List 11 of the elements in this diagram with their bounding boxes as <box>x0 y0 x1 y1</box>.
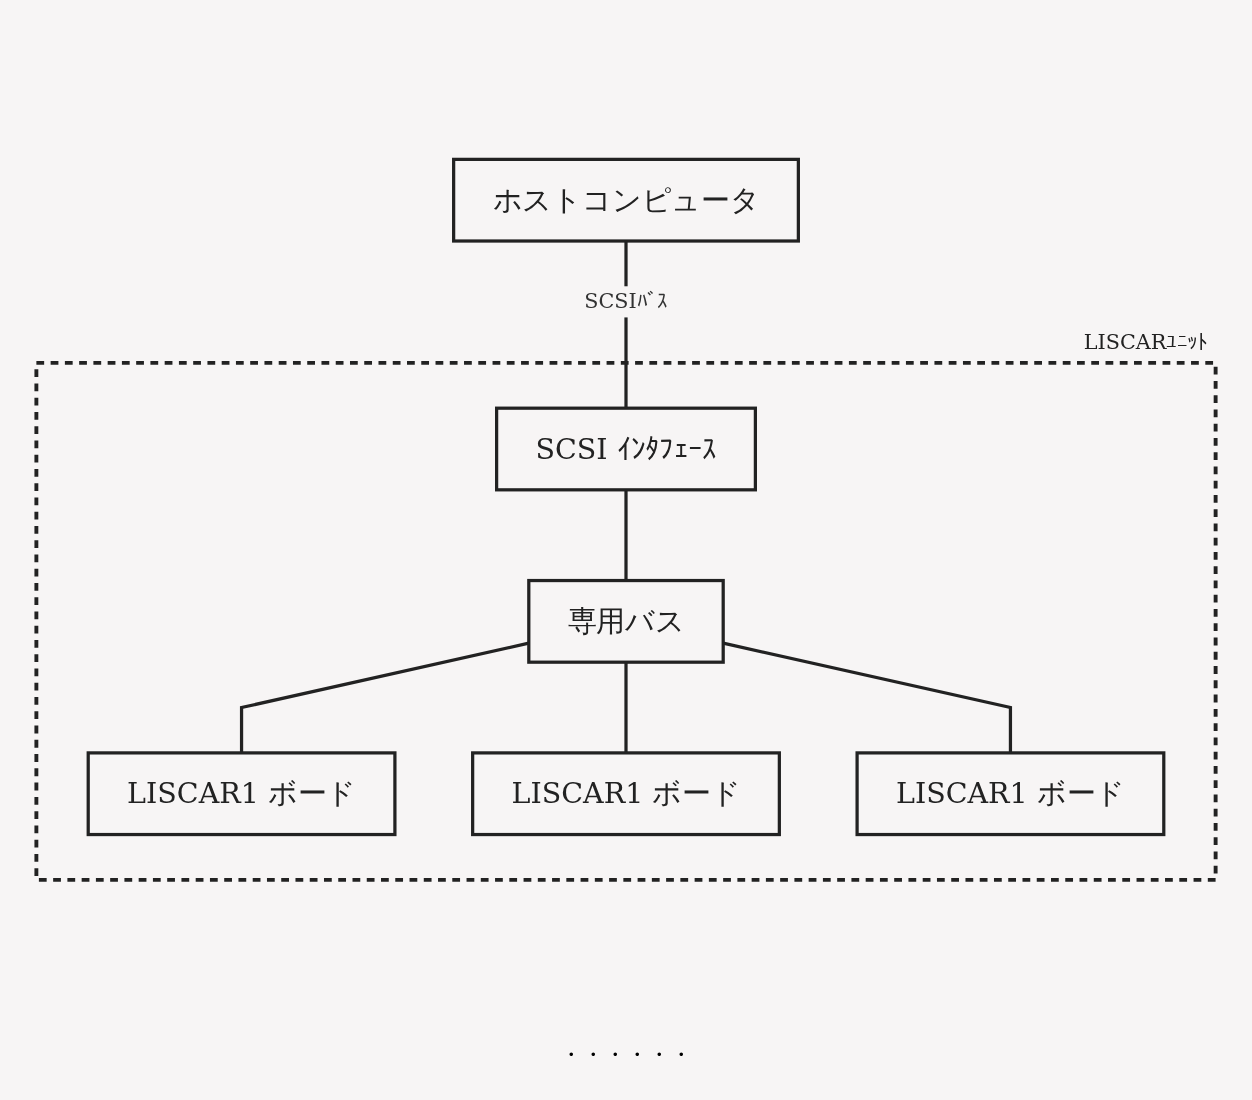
cluster <box>34 361 1218 883</box>
node-box <box>855 751 1166 837</box>
node-box <box>86 751 397 837</box>
connector <box>624 662 628 754</box>
node-box <box>495 406 757 492</box>
connector <box>624 490 628 581</box>
ellipsis-note: ・・・・・・ <box>560 1042 692 1067</box>
node-box <box>452 158 800 243</box>
node-box <box>527 579 725 665</box>
node-box <box>471 751 781 837</box>
edge-label: SCSIﾊﾞｽ <box>584 289 668 314</box>
